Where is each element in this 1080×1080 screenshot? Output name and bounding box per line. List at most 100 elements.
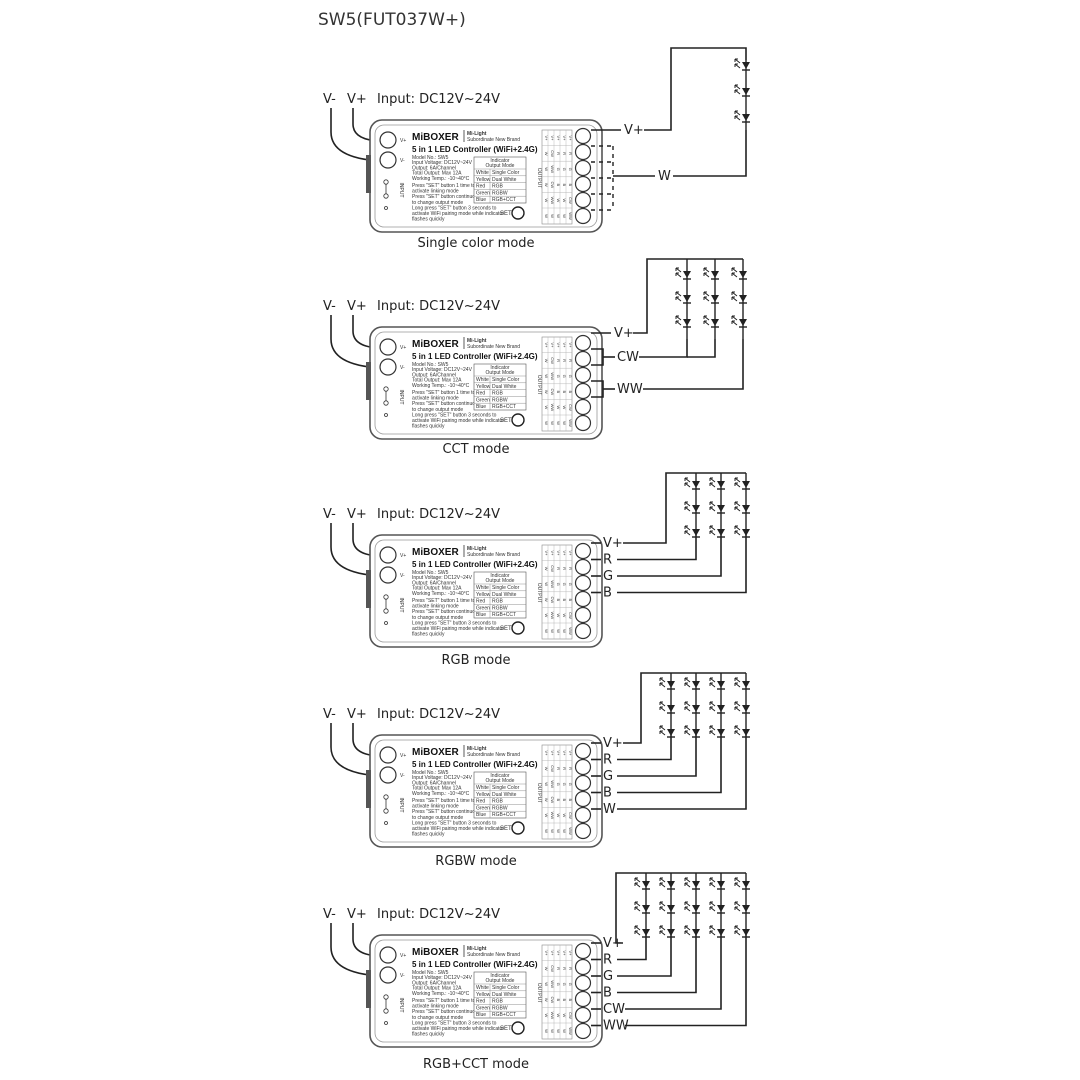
wire-colour-run [617, 531, 697, 561]
spec-line: Output: 6A/Channel [412, 580, 456, 586]
grid-cell: CW [550, 596, 555, 603]
instruction-line: Press "SET" button 1 time to [412, 998, 476, 1004]
spec-line: Working Temp.: -10~40°C [412, 383, 470, 389]
emission-arrow [675, 296, 682, 302]
output-terminal [574, 774, 592, 792]
grid-cell: V+ [562, 750, 567, 756]
grid-cell: R [556, 152, 561, 155]
grid-cell: B [568, 798, 573, 801]
output-terminal [574, 542, 592, 560]
diode-triangle [711, 319, 719, 326]
emission-arrow [734, 730, 741, 736]
wire-colour-run [617, 731, 722, 794]
led-icon [709, 877, 725, 890]
indicator-color: White [476, 985, 489, 991]
indicator-color: White [476, 170, 489, 176]
emission-arrow [731, 315, 738, 321]
vminus-label: V- [323, 707, 336, 722]
emission-arrow [684, 501, 691, 507]
emission-arrow [634, 906, 641, 912]
indicator-mode: Dual White [492, 384, 517, 390]
input-spec-label: Input: DC12V~24V [377, 507, 500, 522]
grid-cell: V+ [568, 750, 573, 756]
emission-arrow [734, 901, 741, 907]
wire-label: R [603, 753, 612, 768]
diode-triangle [667, 681, 675, 688]
grid-cell: V+ [568, 550, 573, 556]
mode-caption: CCT mode [442, 442, 509, 457]
emission-arrow [659, 682, 666, 688]
emission-arrow [734, 930, 741, 936]
grid-cell: G [556, 583, 561, 586]
input-label: INPUT [398, 998, 404, 1013]
wire-label: V+ [624, 123, 644, 138]
grid-cell: WW [550, 165, 555, 173]
diode-triangle [692, 481, 700, 488]
led-icon [659, 677, 675, 690]
grid-cell: WW [550, 372, 555, 380]
output-label: OUTPUT [536, 168, 542, 189]
subbrand-name: Mi-Light [467, 546, 487, 552]
diode-triangle [683, 295, 691, 302]
emission-arrow [684, 677, 691, 683]
grid-cell: B [568, 998, 573, 1001]
vplus-label: V+ [347, 507, 367, 522]
output-label: OUTPUT [536, 783, 542, 804]
diode-triangle [717, 881, 725, 888]
grid-cell: G [568, 375, 573, 378]
indicator-color: Green [476, 190, 490, 196]
grid-cell: WW [568, 627, 573, 635]
diode-triangle [739, 271, 747, 278]
emission-arrow [659, 706, 666, 712]
wire-vplus-run [644, 47, 747, 131]
emission-arrow [703, 296, 710, 302]
wire-colour-run [617, 731, 672, 761]
instruction-line: flashes quickly [412, 832, 445, 838]
led-icon [684, 901, 700, 914]
grid-cell: W [544, 998, 549, 1002]
emission-arrow [709, 730, 716, 736]
emission-arrow [731, 320, 738, 326]
spec-line: Model No.: SW5 [412, 155, 449, 161]
grid-cell: W [562, 199, 567, 203]
vminus-label: V- [323, 299, 336, 314]
grid-cell: CW [568, 1012, 573, 1019]
indicator-header: Output Mode [486, 370, 515, 376]
grid-cell: V+ [562, 342, 567, 348]
grid-cell: W [544, 359, 549, 363]
output-grid [541, 336, 573, 432]
grid-cell: W [544, 199, 549, 203]
input-label: INPUT [398, 390, 404, 405]
grid-cell: W [544, 582, 549, 586]
spec-line: Input Voltage: DC12V~24V [412, 975, 473, 981]
grid-cell: R [556, 767, 561, 770]
diode-triangle [742, 481, 750, 488]
grid-cell: W [562, 421, 567, 425]
side-connector [366, 362, 371, 400]
emission-arrow [703, 291, 710, 297]
grid-cell: W [544, 567, 549, 571]
emission-arrow [734, 501, 741, 507]
emission-arrow [675, 291, 682, 297]
grid-cell: W [556, 814, 561, 818]
emission-arrow [684, 906, 691, 912]
wire-colour-run [625, 931, 722, 1010]
grid-cell: CW [568, 404, 573, 411]
wire-label: W [658, 169, 671, 184]
diode-triangle [717, 681, 725, 688]
grid-cell: B [562, 390, 567, 393]
diode-triangle [717, 905, 725, 912]
indicator-header: Indicator [490, 773, 510, 779]
diode-triangle [692, 881, 700, 888]
emission-arrow [734, 701, 741, 707]
spec-line: Total Output: Max 12A [412, 586, 462, 592]
instruction-line: activate linking mode [412, 396, 459, 402]
subbrand-tagline: Subordinate New Brand [467, 552, 520, 558]
emission-arrow [709, 901, 716, 907]
mode-caption: RGB+CCT mode [423, 1057, 529, 1072]
grid-cell: B [568, 390, 573, 393]
